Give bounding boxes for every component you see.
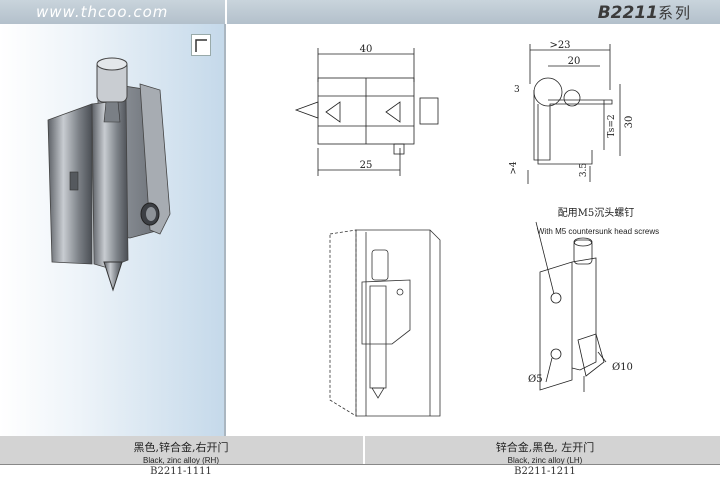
product-photo-panel	[0, 24, 224, 436]
side-height-dim: 30	[624, 116, 635, 129]
front-lower-dim: 25	[360, 160, 373, 171]
caption-left-cn: 黑色,锌合金,右开门	[133, 441, 229, 454]
side-view-drawing	[527, 44, 621, 184]
panel-divider	[224, 24, 226, 436]
caption-left-en: Black, zinc alloy (RH)	[142, 456, 219, 465]
header-divider	[225, 0, 227, 24]
technical-drawing-panel: 40 25 >23 20 3 30 Ts=2 >4 3.5	[226, 24, 720, 436]
caption-right-cn: 锌合金,黑色, 左开门	[495, 441, 595, 454]
side-bottom-b-dim: 3.5	[579, 163, 589, 178]
caption-right-en: Black, zinc alloy (LH)	[507, 456, 583, 465]
part-code-bar	[0, 464, 720, 481]
corner-mount-icon	[191, 34, 211, 56]
series-code: B2211	[597, 3, 658, 23]
large-diameter-label: Ø10	[612, 362, 633, 373]
side-top-dim: >23	[549, 40, 570, 51]
site-url[interactable]: www.thcoo.com	[36, 3, 169, 21]
screw-note-cn: 配用M5沉头螺钉	[558, 206, 635, 219]
front-width-dim: 40	[360, 44, 373, 55]
side-ts-dim: Ts=2	[607, 114, 617, 137]
small-diameter-label: Ø5	[528, 374, 543, 385]
detail-view-drawing	[535, 221, 607, 392]
hinge-render	[47, 57, 171, 292]
caption-left: 黑色,锌合金,右开门 Black, zinc alloy (RH)	[0, 437, 362, 465]
screw-note-en: With M5 countersunk head screws	[537, 227, 659, 236]
installed-view-drawing	[329, 229, 441, 417]
part-code-right: B2211-1211	[514, 466, 576, 477]
series-suffix: 系列	[657, 4, 692, 22]
side-inner-dim: 20	[568, 56, 581, 67]
series-title: B2211系列	[598, 2, 692, 23]
drawing-canvas: 40 25 >23 20 3 30 Ts=2 >4 3.5	[294, 40, 659, 417]
header-bar	[0, 0, 720, 24]
part-code-left: B2211-1111	[150, 466, 212, 477]
side-left-dim: 3	[514, 85, 520, 95]
caption-divider	[363, 436, 365, 480]
front-view-drawing	[294, 48, 439, 176]
caption-right: 锌合金,黑色, 左开门 Black, zinc alloy (LH)	[364, 437, 720, 465]
side-bottom-a-dim: >4	[509, 161, 519, 175]
